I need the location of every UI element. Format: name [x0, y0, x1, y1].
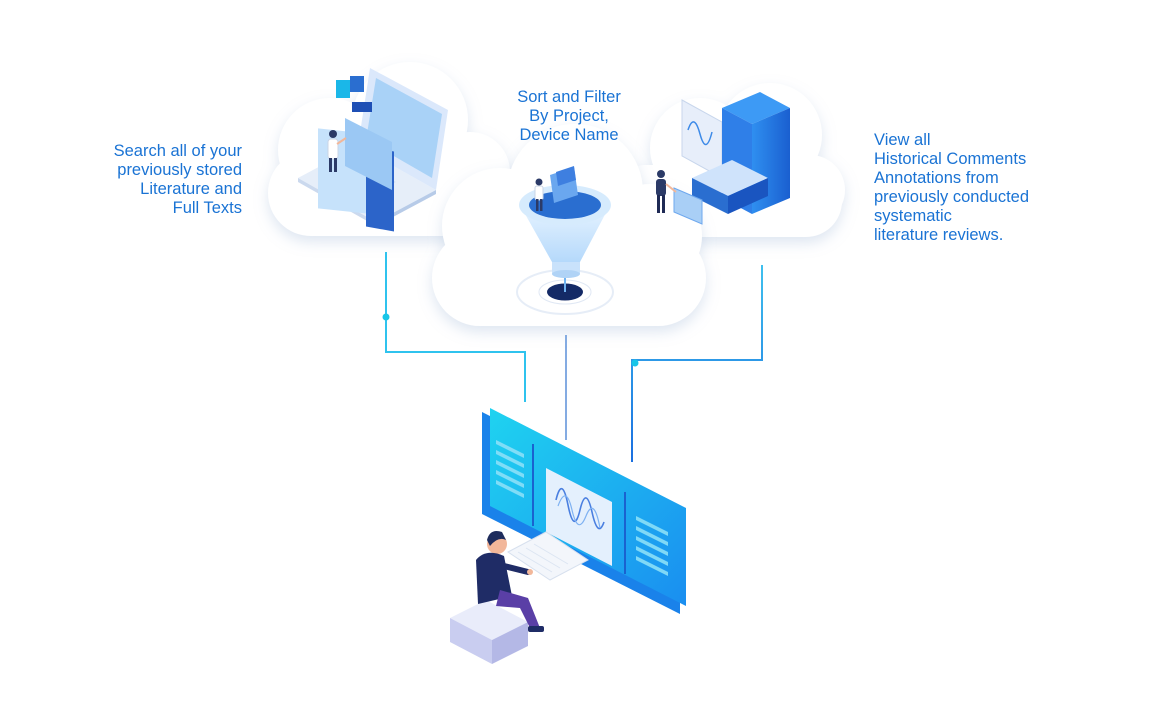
- label-search-literature: Search all of your previously stored Lit…: [113, 142, 242, 217]
- label-view-comments: View all Historical Comments Annotations…: [874, 131, 1030, 244]
- laptop-folders-icon: [298, 68, 448, 232]
- label-sort-filter: Sort and Filter By Project, Device Name: [517, 88, 621, 144]
- filing-cabinet-icon: [656, 92, 790, 225]
- funnel-icon: [516, 166, 614, 315]
- monitor-user-icon: [450, 408, 686, 664]
- connector-lines: [382, 252, 763, 462]
